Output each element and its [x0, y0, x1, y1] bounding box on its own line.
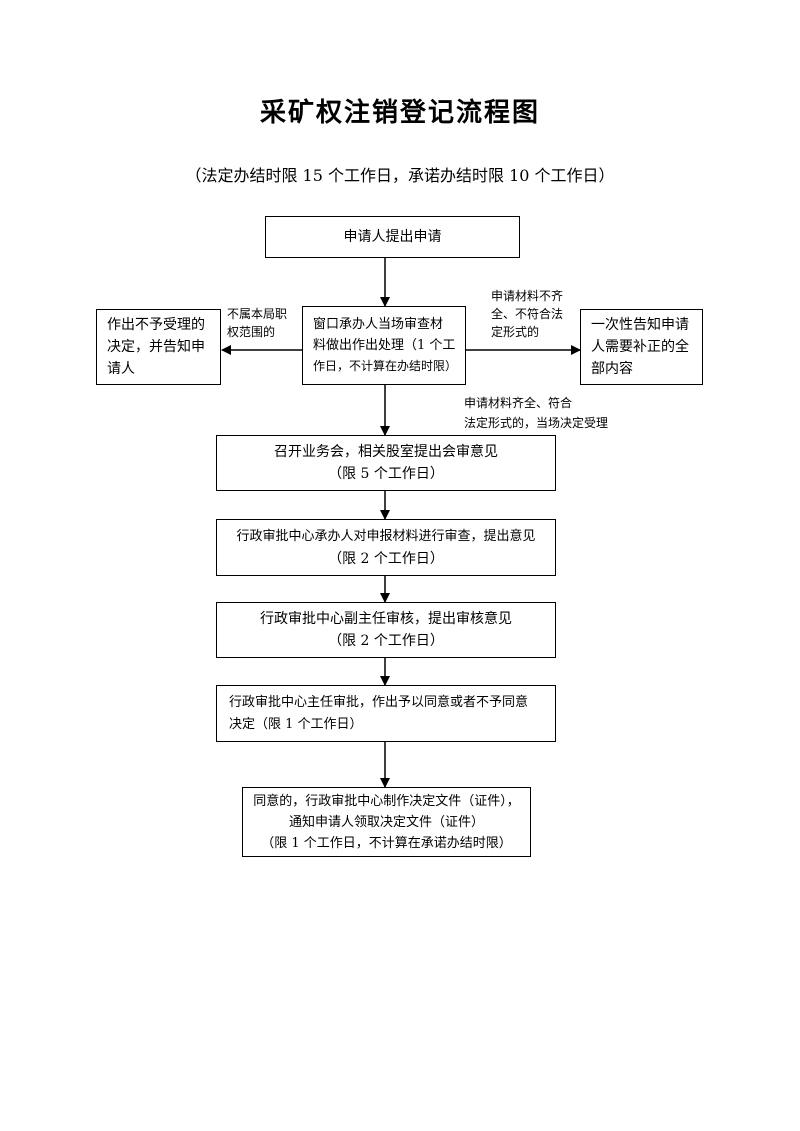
node-window-line3: 作日，不计算在办结时限） [313, 359, 458, 373]
node-reject: 作出不予受理的 决定，并告知申 请人 [96, 309, 221, 385]
node-reject-line2: 决定，并告知申 [107, 339, 205, 355]
label-incomplete-line1: 申请材料不齐 [491, 289, 564, 303]
node-notify-line3: 部内容 [591, 361, 633, 377]
node-review-line1: 行政审批中心承办人对申报材料进行审查，提出意见 [236, 528, 536, 544]
label-not-in-scope: 不属本局职 权范围的 [227, 305, 287, 341]
node-final-line2: 通知申请人领取决定文件（证件） [288, 814, 484, 830]
node-reject-line3: 请人 [107, 361, 135, 377]
node-notify-line1: 一次性告知申请 [591, 317, 689, 333]
node-staff-review: 行政审批中心承办人对申报材料进行审查，提出意见 （限 2 个工作日） [216, 519, 556, 576]
node-final-line1: 同意的，行政审批中心制作决定文件（证件）， [253, 793, 520, 809]
label-complete-line2: 法定形式的，当场决定受理 [464, 416, 609, 430]
label-complete-line1: 申请材料齐全、符合 [464, 396, 573, 410]
node-director-line1: 行政审批中心主任审批，作出予以同意或者不予同意 [229, 694, 529, 710]
label-incomplete-line2: 全、不符合法 [491, 307, 564, 321]
node-reject-line1: 作出不予受理的 [107, 317, 205, 333]
node-notify-line2: 人需要补正的全 [591, 339, 689, 355]
node-window-line1: 窗口承办人当场审查材 [313, 317, 444, 332]
node-notify: 一次性告知申请 人需要补正的全 部内容 [580, 309, 703, 385]
page-title: 采矿权注销登记流程图 [259, 98, 540, 128]
node-meeting-line1: 召开业务会，相关股室提出会审意见 [274, 444, 498, 460]
label-incomplete-line3: 定形式的 [491, 325, 540, 339]
node-apply: 申请人提出申请 [265, 216, 520, 258]
page-subtitle: （法定办结时限 15 个工作日，承诺办结时限 10 个工作日） [185, 166, 615, 185]
node-apply-text: 申请人提出申请 [343, 229, 442, 245]
label-incomplete: 申请材料不齐 全、不符合法 定形式的 [491, 287, 563, 341]
node-deputy-line2: （限 2 个工作日） [328, 633, 444, 649]
node-meeting: 召开业务会，相关股室提出会审意见 （限 5 个工作日） [216, 435, 556, 491]
node-window-review: 窗口承办人当场审查材 料做出作出处理（1 个工 作日，不计算在办结时限） [302, 306, 466, 385]
label-not-in-scope-line1: 不属本局职 [227, 307, 288, 321]
node-meeting-line2: （限 5 个工作日） [328, 466, 444, 482]
node-deputy-line1: 行政审批中心副主任审核，提出审核意见 [260, 611, 512, 627]
node-window-line2: 料做出作出处理（1 个工 [313, 338, 456, 353]
node-final-issue: 同意的，行政审批中心制作决定文件（证件）， 通知申请人领取决定文件（证件） （限… [242, 787, 531, 857]
label-complete: 申请材料齐全、符合 法定形式的，当场决定受理 [464, 393, 608, 433]
label-not-in-scope-line2: 权范围的 [227, 325, 276, 339]
node-director-line2: 决定（限 1 个工作日） [229, 716, 363, 732]
node-deputy-review: 行政审批中心副主任审核，提出审核意见 （限 2 个工作日） [216, 602, 556, 658]
node-final-line3: （限 1 个工作日，不计算在承诺办结时限） [261, 835, 512, 851]
node-review-line2: （限 2 个工作日） [328, 550, 444, 567]
node-director-approval: 行政审批中心主任审批，作出予以同意或者不予同意 决定（限 1 个工作日） [216, 685, 556, 742]
